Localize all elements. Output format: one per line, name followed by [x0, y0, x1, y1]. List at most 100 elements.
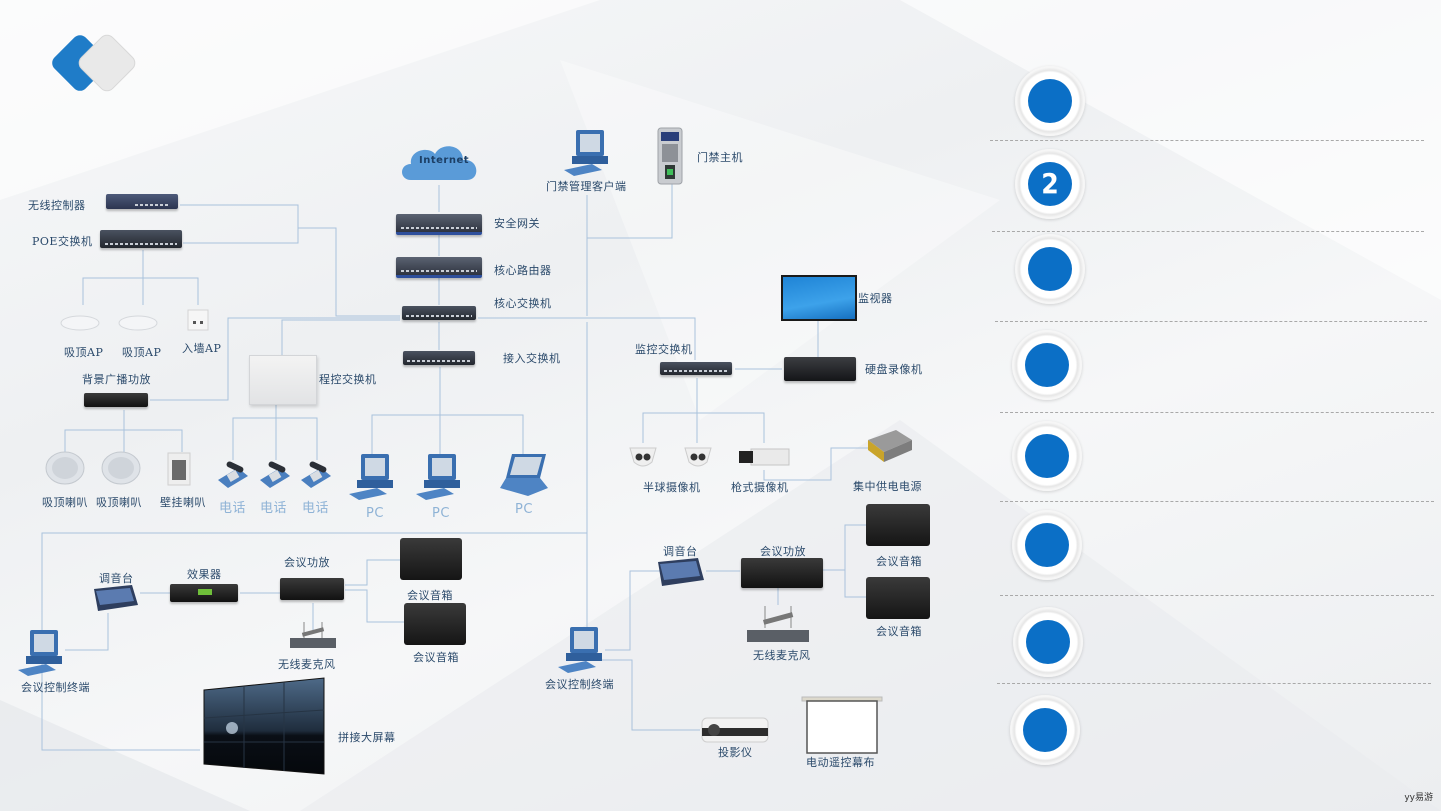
right-terminal-label: 会议控制终端 — [545, 678, 614, 691]
laptop-icon — [500, 454, 548, 496]
phone-label-3: 电话 — [302, 501, 330, 516]
phone-label-2: 电话 — [260, 501, 288, 516]
list-item — [1013, 607, 1083, 677]
mixer-icon — [94, 585, 138, 611]
telephone-icon — [218, 461, 248, 488]
ceiling-ap-icon — [60, 315, 100, 331]
list-item — [1012, 421, 1082, 491]
projector-label: 投影仪 — [718, 746, 753, 759]
divider — [997, 683, 1431, 684]
left-amp-device — [280, 578, 344, 600]
wall-speaker-icon — [167, 452, 191, 486]
divider — [1000, 412, 1434, 413]
pc-label-1: PC — [366, 506, 384, 521]
access-host-label: 门禁主机 — [697, 151, 743, 164]
access-client-label: 门禁管理客户端 — [546, 180, 627, 193]
list-item — [1015, 66, 1085, 136]
poe-switch-device — [100, 230, 182, 248]
divider — [1000, 595, 1434, 596]
broadcast-amp-label: 背景广播功放 — [82, 373, 151, 386]
projection-screen-icon — [801, 696, 883, 754]
video-wall-icon — [203, 677, 325, 775]
number-badge — [1023, 708, 1067, 752]
wireless-mic-icon — [747, 606, 809, 642]
left-terminal-label: 会议控制终端 — [21, 681, 90, 694]
broadcast-amp-device — [84, 393, 148, 407]
access-host-terminal-icon — [657, 127, 683, 185]
left-mic-label: 无线麦克风 — [278, 658, 336, 671]
monitor-label: 监视器 — [858, 292, 893, 305]
nvr-label: 硬盘录像机 — [865, 363, 923, 376]
mixer-icon — [658, 558, 704, 586]
left-speaker-label-2: 会议音箱 — [413, 651, 459, 664]
watermark: yy易游 — [1404, 793, 1433, 803]
access-switch-device — [403, 351, 475, 365]
surveillance-switch-label: 监控交换机 — [635, 343, 693, 356]
right-amp-device — [741, 558, 823, 588]
poe-switch-label: POE交换机 — [32, 235, 93, 248]
pc-label-2: PC — [432, 506, 450, 521]
divider — [990, 140, 1424, 141]
ceiling-speaker-icon — [101, 451, 141, 485]
number-badge — [1028, 79, 1072, 123]
speaker-label-3: 壁挂喇叭 — [160, 496, 206, 509]
phone-label-1: 电话 — [219, 501, 247, 516]
projector-icon — [701, 717, 769, 743]
pbx-label: 程控交换机 — [319, 373, 377, 386]
list-item — [1015, 234, 1085, 304]
ap-label-1: 吸顶AP — [64, 346, 104, 359]
list-item — [1012, 510, 1082, 580]
list-item: 2 — [1015, 149, 1085, 219]
telephone-icon — [260, 461, 290, 488]
list-item — [1010, 695, 1080, 765]
power-supply-icon — [868, 430, 912, 462]
right-speaker-label-1: 会议音箱 — [876, 555, 922, 568]
conference-speaker-icon — [404, 603, 466, 645]
divider — [995, 321, 1427, 322]
desktop-pc-icon — [416, 454, 460, 500]
conference-speaker-icon — [866, 577, 930, 619]
power-supply-label: 集中供电电源 — [853, 480, 922, 493]
core-switch-label: 核心交换机 — [494, 297, 552, 310]
security-gateway-device — [396, 214, 482, 235]
list-item — [1012, 330, 1082, 400]
pc-label-3: PC — [515, 502, 533, 517]
ap-label-2: 吸顶AP — [122, 346, 162, 359]
internet-cloud-icon — [402, 146, 477, 180]
wireless-mic-icon — [290, 622, 336, 648]
right-speaker-label-2: 会议音箱 — [876, 625, 922, 638]
ceiling-speaker-icon — [45, 451, 85, 485]
conference-speaker-icon — [866, 504, 930, 546]
left-amp-label: 会议功放 — [284, 556, 330, 569]
effects-device — [170, 584, 238, 602]
right-amp-label: 会议功放 — [760, 545, 806, 558]
divider — [1000, 501, 1434, 502]
nvr-device — [784, 357, 856, 381]
ap-label-3: 入墙AP — [182, 342, 222, 355]
diamond-logo-icon — [52, 34, 136, 92]
bullet-camera-label: 枪式摄像机 — [731, 481, 789, 494]
wall-ap-icon — [187, 309, 209, 331]
bullet-camera-icon — [739, 448, 790, 466]
left-speaker-label-1: 会议音箱 — [407, 589, 453, 602]
dome-camera-icon — [684, 447, 712, 467]
number-badge — [1025, 343, 1069, 387]
right-mic-label: 无线麦克风 — [753, 649, 811, 662]
right-mixer-label: 调音台 — [663, 545, 698, 558]
security-gateway-label: 安全网关 — [494, 217, 540, 230]
internet-label: Internet — [419, 155, 470, 166]
left-mixer-label: 调音台 — [99, 572, 134, 585]
dome-camera-label: 半球摄像机 — [643, 481, 701, 494]
conference-terminal-icon — [558, 627, 602, 673]
effects-label: 效果器 — [187, 568, 222, 581]
ceiling-ap-icon — [118, 315, 158, 331]
video-wall-label: 拼接大屏幕 — [338, 731, 396, 744]
pbx-device — [249, 355, 317, 405]
wireless-controller-device — [106, 194, 178, 209]
telephone-icon — [301, 461, 331, 488]
number-badge — [1025, 523, 1069, 567]
surveillance-switch-device — [660, 362, 732, 375]
number-badge: 2 — [1028, 162, 1072, 206]
speaker-label-1: 吸顶喇叭 — [42, 496, 88, 509]
